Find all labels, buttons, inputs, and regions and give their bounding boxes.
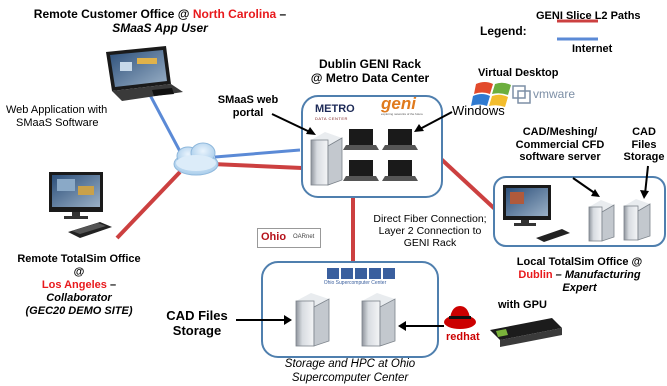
metro-logo-sub: DATA CENTER	[315, 116, 348, 122]
desktop-monitor-icon	[49, 172, 112, 238]
local-totalsim-role: – Manufacturing	[552, 269, 641, 281]
cad-storage-right-line3: Storage	[623, 151, 665, 164]
gpu-arrowhead	[398, 321, 406, 331]
rack-laptop-icon	[343, 160, 379, 181]
remote-totalsim-city: Los Angeles	[41, 279, 107, 291]
osc-caption-line2: Supercomputer Center	[291, 372, 409, 384]
portal-arrowhead	[306, 127, 316, 135]
oarnet-logo-text: OARnet	[293, 234, 315, 240]
remote-customer-suffix: –	[276, 7, 287, 21]
local-totalsim-label: Local TotalSim Office @ Dublin – Manufac…	[494, 256, 665, 295]
fiber-line3: GENI Rack	[403, 237, 457, 250]
dublin-rack-line2: @ Metro Data Center	[310, 70, 430, 85]
osc-storage-server-icon	[295, 293, 330, 347]
legend-internet-label: Internet	[572, 43, 613, 55]
remote-totalsim-line5: (GEC20 DEMO SITE)	[25, 305, 133, 317]
local-totalsim-line1: Local TotalSim Office @	[516, 256, 643, 268]
internet-link-portal	[214, 148, 301, 159]
osc-caption: Storage and HPC at Ohio Supercomputer Ce…	[260, 357, 440, 385]
storage-server-icon	[623, 199, 651, 241]
remote-totalsim-line1: Remote TotalSim Office	[17, 253, 141, 265]
metro-logo: METRO DATA CENTER	[315, 99, 355, 122]
cfd-arrow	[572, 177, 597, 195]
rack-laptop-icon	[382, 160, 418, 181]
cfd-arrowhead	[591, 189, 600, 197]
fiber-line1: Direct Fiber Connection;	[373, 213, 487, 225]
fiber-line2: Layer 2 Connection to	[378, 225, 482, 238]
geni-path-rack-dublin	[438, 156, 498, 212]
smaas-portal-line2: portal	[232, 106, 264, 119]
cad-files-arrowhead	[284, 315, 292, 325]
remote-customer-role: SMaaS App User	[112, 21, 208, 35]
remote-totalsim-line3: Los Angeles –	[4, 279, 154, 292]
metro-logo-text: METRO	[315, 103, 355, 115]
ohio-oarnet-logo: Ohio OARnet	[257, 228, 321, 248]
smaas-portal-label: SMaaS web portal	[216, 94, 280, 119]
remote-totalsim-label: Remote TotalSim Office @ Los Angeles – C…	[4, 253, 154, 318]
desktop-monitor-icon	[503, 185, 570, 242]
remote-customer-title: Remote Customer Office @ North Carolina …	[10, 7, 310, 22]
cad-storage-right-line2: Files	[631, 138, 657, 151]
geni-path-cloud-rack	[211, 162, 303, 170]
cad-storage-left-label: CAD Files Storage	[154, 308, 240, 338]
cad-storage-left-line2: Storage	[172, 323, 222, 338]
dublin-rack-line1: Dublin GENI Rack	[318, 57, 422, 71]
cad-storage-left-line1: CAD Files	[166, 308, 228, 323]
cad-storage-right-line1: CAD	[632, 126, 656, 138]
redhat-logo-icon	[444, 306, 476, 329]
cad-storage-right-label: CAD Files Storage	[621, 126, 667, 164]
cfd-server-line2: Commercial CFD	[515, 138, 605, 151]
local-totalsim-city: Dublin	[518, 269, 553, 281]
cfd-server-label: CAD/Meshing/ Commercial CFD software ser…	[500, 126, 620, 164]
dublin-rack-title: Dublin GENI Rack @ Metro Data Center	[290, 57, 450, 86]
osc-caption-line1: Storage and HPC at Ohio	[284, 358, 416, 370]
storage-arrow	[644, 165, 649, 195]
cfd-server-line1: CAD/Meshing/	[522, 126, 598, 138]
virtual-desktop-arrowhead	[414, 124, 424, 132]
osc-hpc-server-icon	[361, 293, 396, 347]
geni-logo-text: geni	[381, 94, 416, 113]
ohio-logo-text: Ohio	[261, 231, 287, 243]
legend-title: Legend:	[480, 24, 527, 38]
vmware-logo-text: vmware	[533, 87, 576, 101]
osc-header-text: Ohio Supercomputer Center	[323, 280, 387, 286]
internet-link-nc	[148, 94, 185, 158]
remote-customer-city: North Carolina	[192, 7, 277, 21]
vmware-logo-icon	[512, 85, 531, 104]
rack-server-icon	[310, 132, 343, 186]
gpu-card-icon	[490, 318, 562, 347]
local-totalsim-line3: Expert	[562, 282, 597, 294]
virtual-desktop-arrow	[417, 111, 453, 131]
web-app-label: Web Application with SMaaS Software	[6, 104, 107, 129]
laptop-icon	[106, 46, 183, 101]
redhat-logo-text: redhat	[446, 331, 480, 343]
web-app-line1: Web Application with	[6, 104, 108, 116]
windows-logo-text: Windows	[452, 103, 505, 118]
cfd-server-line3: software server	[519, 151, 601, 164]
storage-arrowhead	[640, 190, 649, 199]
remote-customer-prefix: Remote Customer Office @	[33, 7, 193, 21]
remote-totalsim-line4: Collaborator	[46, 292, 112, 304]
smaas-portal-line1: SMaaS web	[217, 94, 279, 106]
virtual-desktop-title: Virtual Desktop	[478, 67, 559, 79]
fiber-label: Direct Fiber Connection; Layer 2 Connect…	[360, 213, 500, 249]
osc-header-icons	[327, 268, 395, 279]
local-totalsim-line2: Dublin – Manufacturing	[494, 269, 665, 282]
rack-laptop-icon	[343, 129, 379, 150]
portal-arrow	[271, 113, 313, 134]
remote-totalsim-line2: @	[73, 266, 85, 278]
legend-geni-label: GENI Slice L2 Paths	[536, 10, 641, 22]
geni-logo-sub: exploring networks of the future	[381, 112, 423, 116]
rack-laptop-icon	[382, 129, 418, 150]
windows-logo-icon	[471, 82, 511, 107]
geni-path-la	[115, 170, 182, 240]
web-app-line2: SMaaS Software	[16, 116, 99, 129]
remote-totalsim-dash: –	[106, 279, 117, 291]
internet-cloud	[173, 142, 219, 176]
gpu-label: with GPU	[498, 299, 547, 311]
cfd-server-icon	[588, 200, 615, 242]
